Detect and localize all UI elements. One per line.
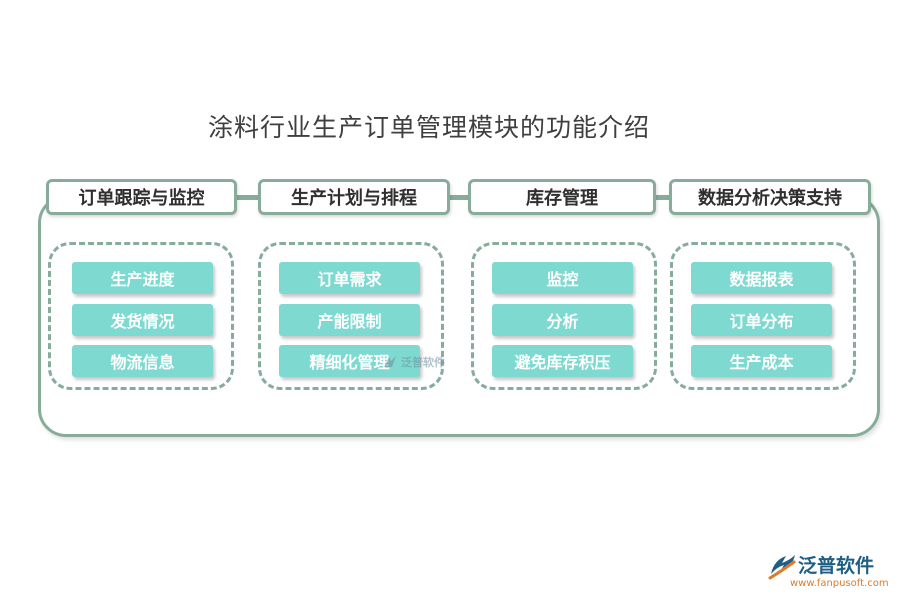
category-header-inventory: 库存管理 xyxy=(468,179,656,215)
fanpu-logo-icon xyxy=(768,555,796,580)
item-monitor: 监控 xyxy=(492,262,633,294)
brand-url: www.fanpusoft.com xyxy=(790,578,889,589)
item-order-distribution: 订单分布 xyxy=(691,304,832,336)
connector-line xyxy=(448,196,472,200)
item-analysis: 分析 xyxy=(492,304,633,336)
diagram-title: 涂料行业生产订单管理模块的功能介绍 xyxy=(208,113,651,142)
connector-line xyxy=(235,196,261,200)
item-order-demand: 订单需求 xyxy=(279,262,420,294)
category-header-data-analysis: 数据分析决策支持 xyxy=(669,179,871,215)
item-production-progress: 生产进度 xyxy=(72,262,213,294)
watermark: 泛普软件 xyxy=(382,354,445,370)
category-group-data-analysis xyxy=(670,242,856,390)
category-group-production-planning xyxy=(258,242,444,390)
brand-logo: 泛普软件 www.fanpusoft.com xyxy=(768,549,893,591)
category-group-inventory xyxy=(471,242,657,390)
item-avoid-overstock: 避免库存积压 xyxy=(492,345,633,377)
connector-line xyxy=(655,196,671,200)
item-logistics-info: 物流信息 xyxy=(72,345,213,377)
fanpu-logo-icon xyxy=(384,356,396,367)
item-data-report: 数据报表 xyxy=(691,262,832,294)
brand-name: 泛普软件 xyxy=(798,555,875,577)
watermark-text: 泛普软件 xyxy=(401,356,445,369)
item-shipment-status: 发货情况 xyxy=(72,304,213,336)
item-capacity-limit: 产能限制 xyxy=(279,304,420,336)
item-fine-management: 精细化管理 xyxy=(279,345,420,377)
item-production-cost: 生产成本 xyxy=(691,345,832,377)
category-header-production-planning: 生产计划与排程 xyxy=(258,179,450,215)
category-group-order-tracking xyxy=(48,242,234,390)
category-header-order-tracking: 订单跟踪与监控 xyxy=(46,179,237,215)
